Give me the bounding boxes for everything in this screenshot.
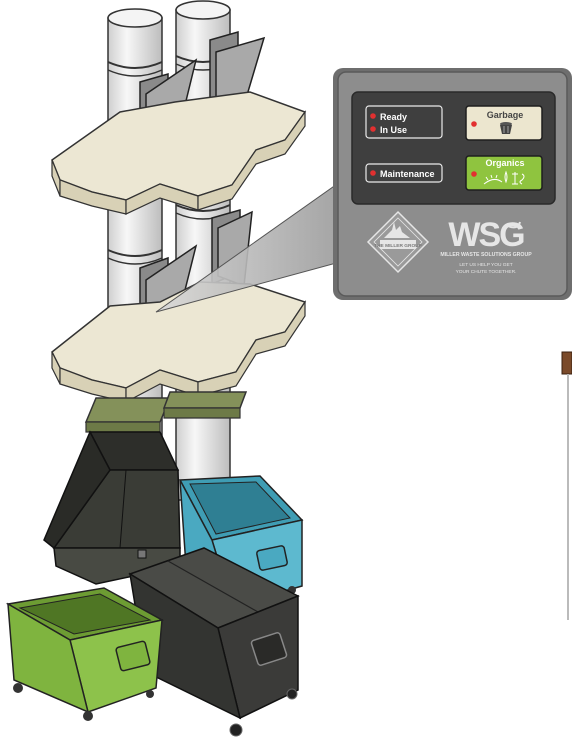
in-use-led (370, 126, 376, 132)
wsg-company-name: MILLER WASTE SOLUTIONS GROUP (440, 252, 532, 258)
garbage-button[interactable]: Garbage (466, 106, 542, 140)
green-bin (8, 588, 162, 721)
floor-slab-upper (52, 92, 305, 214)
maintenance-led (370, 170, 376, 176)
garbage-label: Garbage (487, 110, 524, 120)
organics-led (471, 171, 477, 177)
miller-group-text: THE MILLER GROUP (374, 243, 423, 249)
wsg-tagline-line1: LET US HELP YOU GET (459, 262, 512, 268)
garbage-can-icon (500, 122, 512, 134)
maintenance-label: Maintenance (380, 169, 435, 179)
garbage-led (471, 121, 477, 127)
wsg-tagline-line2: YOUR CHUTE TOGETHER. (456, 269, 517, 275)
ready-led (370, 113, 376, 119)
control-panel: Ready In Use Maintenance Garbage Organic… (333, 68, 572, 300)
discharge-hopper (44, 432, 180, 584)
wall-bracket (562, 352, 572, 620)
collar-left (86, 398, 170, 432)
in-use-label: In Use (380, 125, 407, 135)
collar-right (164, 392, 246, 418)
ready-label: Ready (380, 112, 407, 122)
wsg-mark: WSG (448, 216, 524, 254)
organics-label: Organics (485, 158, 524, 168)
organics-button[interactable]: Organics (466, 156, 542, 190)
